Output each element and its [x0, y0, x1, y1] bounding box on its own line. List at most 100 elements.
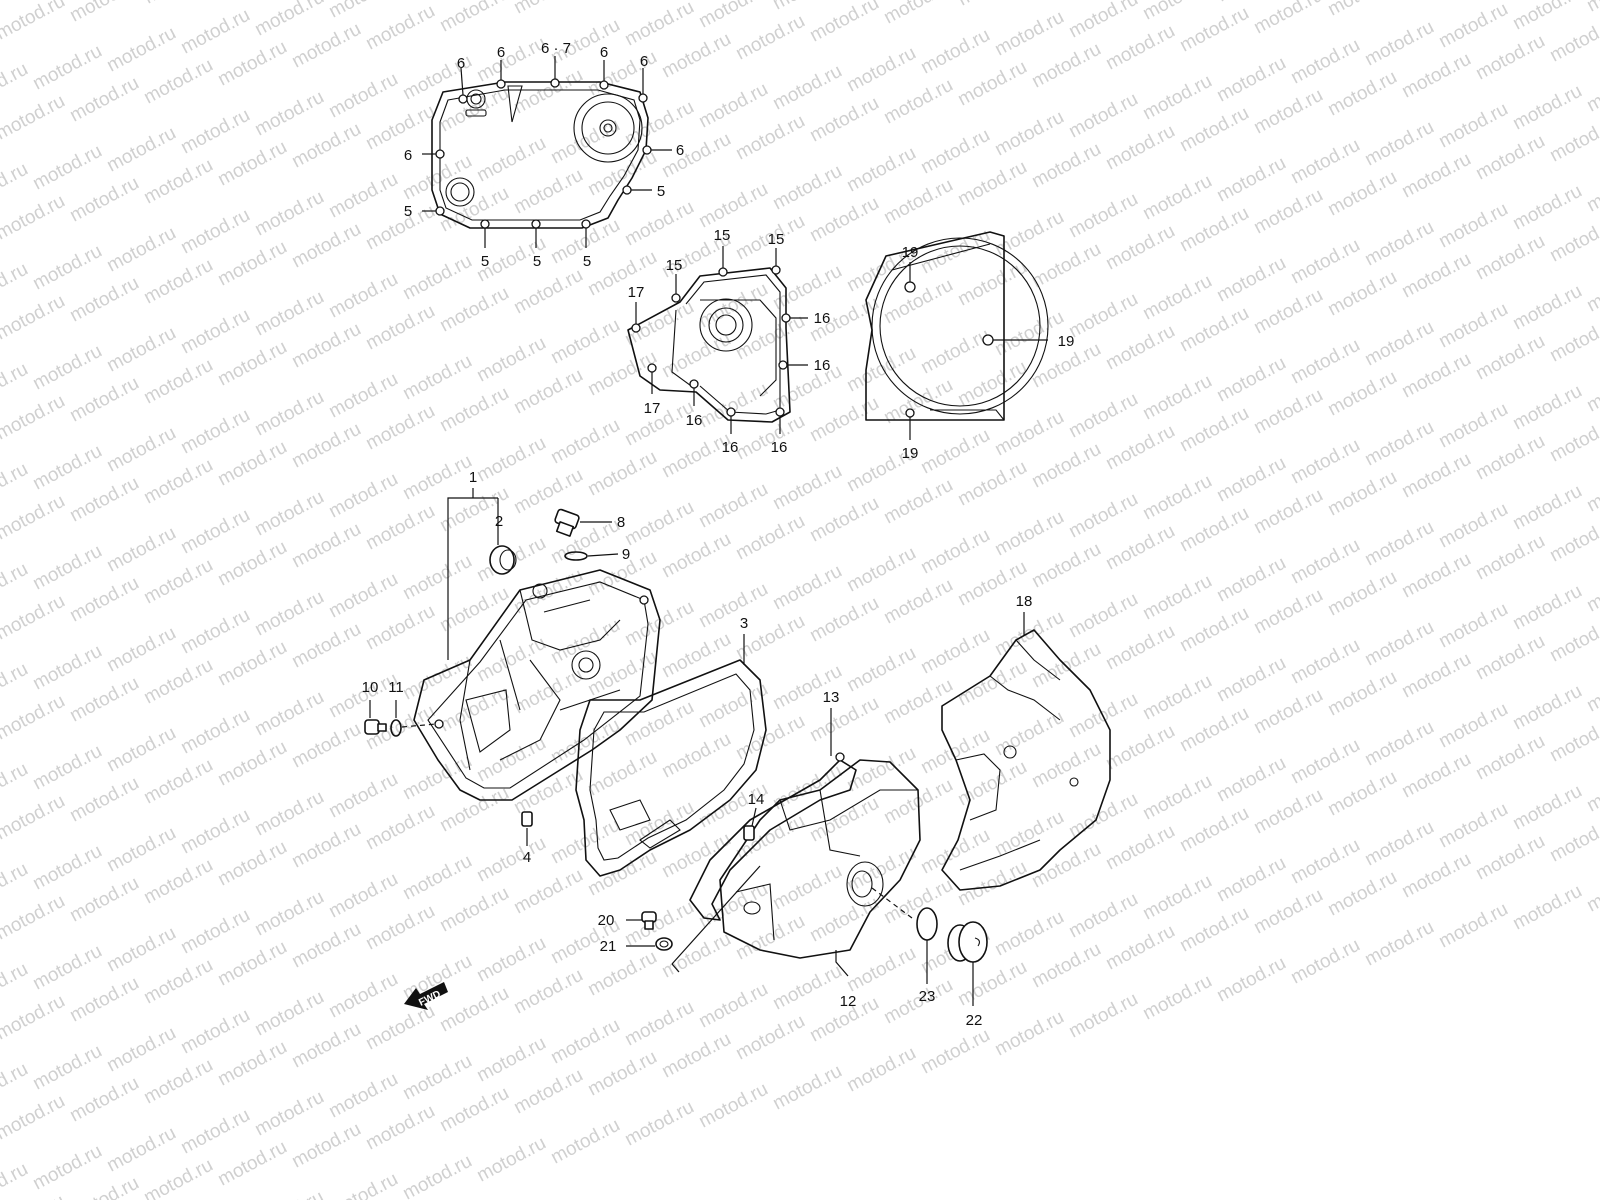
watermark-text: motod.ru: [621, 197, 697, 251]
callout-5: 5: [481, 253, 489, 270]
watermark-text: motod.ru: [547, 615, 623, 669]
watermark-text: motod.ru: [1398, 749, 1474, 803]
watermark-text: motod.ru: [177, 205, 253, 259]
watermark-text: motod.ru: [0, 791, 69, 845]
watermark-text: motod.ru: [1250, 785, 1326, 839]
watermark-text: motod.ru: [29, 441, 105, 495]
watermark-text: motod.ru: [1139, 171, 1215, 225]
watermark-text: motod.ru: [251, 1087, 327, 1141]
watermark-text: motod.ru: [917, 125, 993, 179]
watermark-text: motod.ru: [177, 1105, 253, 1159]
outer-cover-leaders: [909, 262, 1048, 440]
watermark-text: motod.ru: [1102, 621, 1178, 675]
watermark-text: motod.ru: [29, 941, 105, 995]
watermark-text: motod.ru: [1472, 131, 1548, 185]
watermark-text: motod.ru: [177, 5, 253, 59]
watermark-text: motod.ru: [66, 573, 142, 627]
watermark-text: motod.ru: [1139, 671, 1215, 725]
gasket: [575, 634, 767, 877]
washer-21-inner: [659, 940, 669, 948]
watermark-text: motod.ru: [325, 369, 401, 423]
watermark-text: motod.ru: [695, 979, 771, 1033]
watermark-text: motod.ru: [177, 405, 253, 459]
watermark-text: motod.ru: [658, 1029, 734, 1083]
watermark-text: motod.ru: [1028, 239, 1104, 293]
watermark-text: motod.ru: [140, 455, 216, 509]
watermark-text: motod.ru: [288, 219, 364, 273]
watermark-text: motod.ru: [1583, 63, 1600, 117]
watermark-text: motod.ru: [1546, 213, 1600, 267]
watermark-text: motod.ru: [1176, 803, 1252, 857]
watermark-text: motod.ru: [584, 347, 660, 401]
watermark-text: motod.ru: [1398, 249, 1474, 303]
watermark-text: motod.ru: [769, 561, 845, 615]
watermark-text: motod.ru: [732, 111, 808, 165]
watermark-text: motod.ru: [510, 865, 586, 919]
watermark-text: motod.ru: [510, 365, 586, 419]
watermark-text: motod.ru: [473, 933, 549, 987]
watermark-text: motod.ru: [917, 725, 993, 779]
watermark-text: motod.ru: [1287, 835, 1363, 889]
oil-filler-plug: [554, 508, 580, 537]
watermark-text: motod.ru: [399, 451, 475, 505]
oil-seal: [489, 545, 517, 575]
watermark-text: motod.ru: [251, 87, 327, 141]
drain-bolt: [364, 719, 387, 735]
watermark-text: motod.ru: [658, 629, 734, 683]
watermark-text: motod.ru: [29, 1141, 105, 1195]
watermark-text: motod.ru: [695, 579, 771, 633]
callout-6: 6: [497, 44, 505, 61]
callout-16: 16: [771, 439, 788, 456]
watermark-text: motod.ru: [325, 169, 401, 223]
watermark-text: motod.ru: [769, 861, 845, 915]
watermark-text: motod.ru: [584, 47, 660, 101]
watermark-text: motod.ru: [214, 637, 290, 691]
watermark-text: motod.ru: [510, 65, 586, 119]
watermark-text: motod.ru: [991, 707, 1067, 761]
watermark-text: motod.ru: [362, 1101, 438, 1155]
watermark-text: motod.ru: [769, 1061, 845, 1115]
watermark-text: motod.ru: [1546, 713, 1600, 767]
watermark-text: motod.ru: [251, 787, 327, 841]
watermark-text: motod.ru: [1065, 589, 1141, 643]
watermark-text: motod.ru: [510, 765, 586, 819]
watermark-text: motod.ru: [214, 137, 290, 191]
watermark-text: motod.ru: [214, 737, 290, 791]
callout-22: 22: [966, 1012, 983, 1029]
watermark-text: motod.ru: [1250, 685, 1326, 739]
watermark-text: motod.ru: [769, 161, 845, 215]
watermark-text: motod.ru: [1546, 413, 1600, 467]
watermark-text: motod.ru: [658, 129, 734, 183]
watermark-text: motod.ru: [103, 623, 179, 677]
watermark-text: motod.ru: [1213, 553, 1289, 607]
watermark-text: motod.ru: [732, 511, 808, 565]
watermark-text: motod.ru: [140, 255, 216, 309]
callout-11: 11: [388, 679, 404, 696]
watermark-text: motod.ru: [362, 201, 438, 255]
o-ring-23: [916, 907, 938, 941]
watermark-text: motod.ru: [140, 755, 216, 809]
watermark-text: motod.ru: [547, 315, 623, 369]
watermark-text: motod.ru: [695, 379, 771, 433]
watermark-text: motod.ru: [436, 383, 512, 437]
watermark-text: motod.ru: [399, 251, 475, 305]
watermark-text: motod.ru: [1398, 349, 1474, 403]
watermark-text: motod.ru: [954, 0, 1030, 10]
watermark-text: motod.ru: [1583, 163, 1600, 217]
watermark-text: motod.ru: [1546, 13, 1600, 67]
watermark-text: motod.ru: [66, 73, 142, 127]
watermark-text: motod.ru: [954, 857, 1030, 911]
watermark-text: motod.ru: [1028, 839, 1104, 893]
watermark-text: motod.ru: [1398, 149, 1474, 203]
callout-5: 5: [404, 203, 412, 220]
watermark-text: motod.ru: [1398, 849, 1474, 903]
watermark-text: motod.ru: [436, 1083, 512, 1137]
watermark-text: motod.ru: [843, 843, 919, 897]
watermark-text: motod.ru: [1287, 535, 1363, 589]
watermark-text: motod.ru: [1509, 581, 1585, 635]
watermark-text: motod.ru: [66, 273, 142, 327]
watermark-text: motod.ru: [251, 487, 327, 541]
watermark-text: motod.ru: [1509, 81, 1585, 135]
watermark-text: motod.ru: [1102, 821, 1178, 875]
